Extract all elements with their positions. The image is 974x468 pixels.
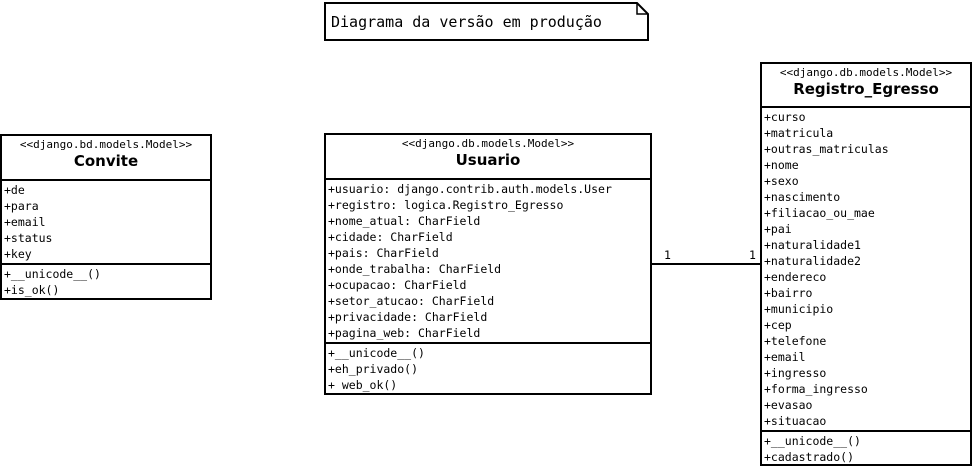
- attribute: +sexo: [764, 174, 799, 188]
- attribute: +pagina_web: CharField: [328, 326, 481, 340]
- method: +cadastrado(): [764, 450, 855, 464]
- attribute: +curso: [764, 110, 806, 124]
- class-header: <<django.db.models.Model>> Registro_Egre…: [762, 64, 970, 108]
- method: +__unicode__(): [328, 346, 425, 360]
- attribute: +privacidade: CharField: [328, 310, 488, 324]
- attribute: +forma_ingresso: [764, 382, 868, 396]
- method: + web_ok(): [328, 378, 398, 392]
- attribute: +email: [764, 350, 806, 364]
- attribute: +telefone: [764, 334, 827, 348]
- attribute: +email: [4, 215, 46, 229]
- attributes-section: +de +para +email +status +key: [2, 181, 210, 265]
- method: +eh_privado(): [328, 362, 419, 376]
- attribute: +nome: [764, 158, 799, 172]
- attribute: +naturalidade2: [764, 254, 861, 268]
- attribute: +ingresso: [764, 366, 827, 380]
- attributes-section: +usuario: django.contrib.auth.models.Use…: [326, 180, 650, 344]
- multiplicity-usuario: 1: [664, 248, 671, 262]
- multiplicity-registro-egresso: 1: [749, 248, 756, 262]
- class-usuario: <<django.db.models.Model>> Usuario +usua…: [324, 133, 652, 395]
- class-name: Usuario: [455, 151, 521, 169]
- attribute: +endereco: [764, 270, 827, 284]
- class-registro-egresso: <<django.db.models.Model>> Registro_Egre…: [760, 62, 972, 466]
- attribute: +setor_atucao: CharField: [328, 294, 495, 308]
- attribute: +nascimento: [764, 190, 841, 204]
- attribute: +cep: [764, 318, 792, 332]
- class-name: Convite: [73, 152, 139, 170]
- attribute: +outras_matriculas: [764, 142, 889, 156]
- attribute: +para: [4, 199, 39, 213]
- method: +__unicode__(): [764, 434, 861, 448]
- attributes-section: +curso +matricula +outras_matriculas +no…: [762, 108, 970, 432]
- diagram-title: Diagrama da versão em produção: [331, 13, 602, 31]
- attribute: +filiacao_ou_mae: [764, 206, 875, 220]
- diagram-title-note: Diagrama da versão em produção: [324, 2, 649, 41]
- attribute: +nome_atual: CharField: [328, 214, 481, 228]
- methods-section: +__unicode__() +eh_privado() + web_ok(): [326, 344, 650, 393]
- methods-section: +__unicode__() +cadastrado(): [762, 432, 970, 465]
- class-stereotype: <<django.db.models.Model>>: [779, 66, 953, 79]
- class-convite: <<django.bd.models.Model>> Convite +de +…: [0, 134, 212, 300]
- method: +__unicode__(): [4, 267, 101, 281]
- attribute: +ocupacao: CharField: [328, 278, 467, 292]
- attribute: +usuario: django.contrib.auth.models.Use…: [328, 182, 612, 196]
- attribute: +cidade: CharField: [328, 230, 453, 244]
- methods-section: +__unicode__() +is_ok(): [2, 265, 210, 298]
- attribute: +bairro: [764, 286, 813, 300]
- note-shape: [324, 2, 649, 41]
- class-header: <<django.bd.models.Model>> Convite: [2, 136, 210, 181]
- attribute: +pai: [764, 222, 792, 236]
- attribute: +naturalidade1: [764, 238, 861, 252]
- class-header: <<django.db.models.Model>> Usuario: [326, 135, 650, 180]
- attribute: +pais: CharField: [328, 246, 439, 260]
- attribute: +de: [4, 183, 25, 197]
- attribute: +onde_trabalha: CharField: [328, 262, 502, 276]
- class-stereotype: <<django.bd.models.Model>>: [19, 138, 193, 151]
- method: +is_ok(): [4, 283, 60, 297]
- attribute: +evasao: [764, 398, 813, 412]
- attribute: +registro: logica.Registro_Egresso: [328, 198, 564, 212]
- attribute: +status: [4, 231, 53, 245]
- attribute: +municipio: [764, 302, 834, 316]
- class-name: Registro_Egresso: [793, 80, 939, 98]
- class-stereotype: <<django.db.models.Model>>: [401, 137, 575, 150]
- attribute: +matricula: [764, 126, 834, 140]
- attribute: +situacao: [764, 414, 827, 428]
- attribute: +key: [4, 247, 32, 261]
